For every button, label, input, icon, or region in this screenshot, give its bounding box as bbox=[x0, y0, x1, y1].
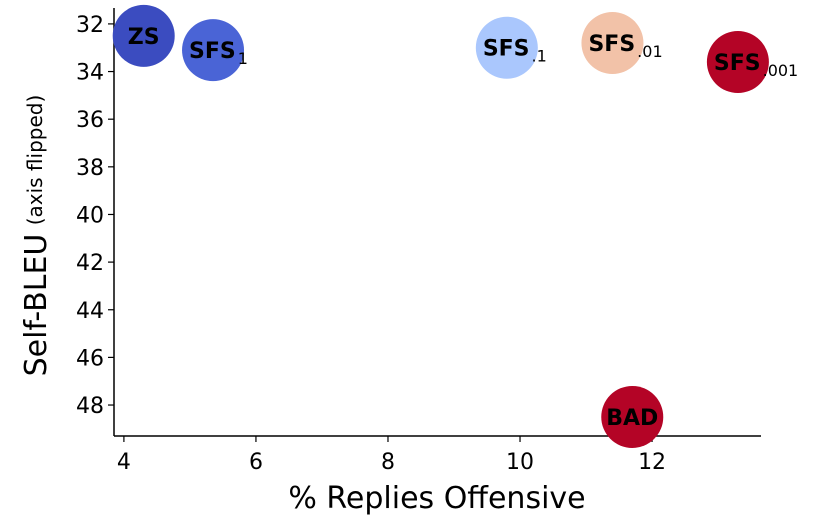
y-tick-label: 48 bbox=[76, 394, 104, 419]
y-tick-label: 40 bbox=[76, 203, 104, 228]
data-point-label-main: SFS bbox=[714, 51, 761, 76]
data-point-label: SFS.1 bbox=[483, 37, 547, 66]
y-axis-title-note: (axis flipped) bbox=[23, 95, 47, 226]
data-point-marker bbox=[581, 11, 644, 74]
data-point-label: SFS.01 bbox=[588, 32, 662, 61]
data-point: ZS bbox=[112, 4, 175, 67]
data-point-marker bbox=[112, 4, 175, 67]
data-point-label-main: BAD bbox=[606, 406, 658, 431]
data-point: BAD bbox=[601, 385, 664, 448]
y-tick-label: 42 bbox=[76, 251, 104, 276]
data-point-label-subscript: 1 bbox=[238, 49, 248, 68]
data-point-label-subscript: .1 bbox=[532, 47, 547, 66]
data-point-marker bbox=[475, 16, 538, 79]
data-point-marker bbox=[706, 31, 769, 94]
data-point: SFS.01 bbox=[581, 11, 663, 74]
y-tick-label: 44 bbox=[76, 299, 104, 324]
x-tick-label: 10 bbox=[506, 450, 534, 475]
axis-titles: % Replies Offensive Self-BLEU (axis flip… bbox=[19, 95, 586, 516]
data-point-marker bbox=[182, 19, 245, 82]
data-point-label-main: SFS bbox=[189, 39, 236, 64]
data-point-label-main: SFS bbox=[483, 37, 530, 62]
data-point-label: ZS bbox=[128, 25, 160, 50]
y-tick-label: 34 bbox=[76, 61, 104, 86]
data-point-label-main: ZS bbox=[128, 25, 160, 50]
y-tick-label: 32 bbox=[76, 13, 104, 38]
data-point-label: BAD bbox=[606, 406, 658, 431]
x-axis-title: % Replies Offensive bbox=[288, 481, 585, 516]
data-point-label-main: SFS bbox=[588, 32, 635, 57]
x-tick-label: 8 bbox=[381, 450, 395, 475]
x-tick-label: 12 bbox=[638, 450, 666, 475]
y-tick-label: 46 bbox=[76, 346, 104, 371]
data-point-label-subscript: .001 bbox=[763, 61, 799, 80]
x-tick-label: 6 bbox=[249, 450, 263, 475]
y-tick-label: 36 bbox=[76, 108, 104, 133]
y-axis-title-main: Self-BLEU bbox=[19, 234, 54, 377]
data-point-label-subscript: .01 bbox=[637, 42, 662, 61]
data-point-label: SFS.001 bbox=[714, 51, 798, 80]
y-tick-label: 38 bbox=[76, 156, 104, 181]
data-point-marker bbox=[601, 385, 664, 448]
x-tick-label: 4 bbox=[117, 450, 131, 475]
data-point: SFS.1 bbox=[475, 16, 547, 79]
data-point: SFS.001 bbox=[706, 31, 798, 94]
y-axis-title: Self-BLEU bbox=[19, 234, 54, 377]
